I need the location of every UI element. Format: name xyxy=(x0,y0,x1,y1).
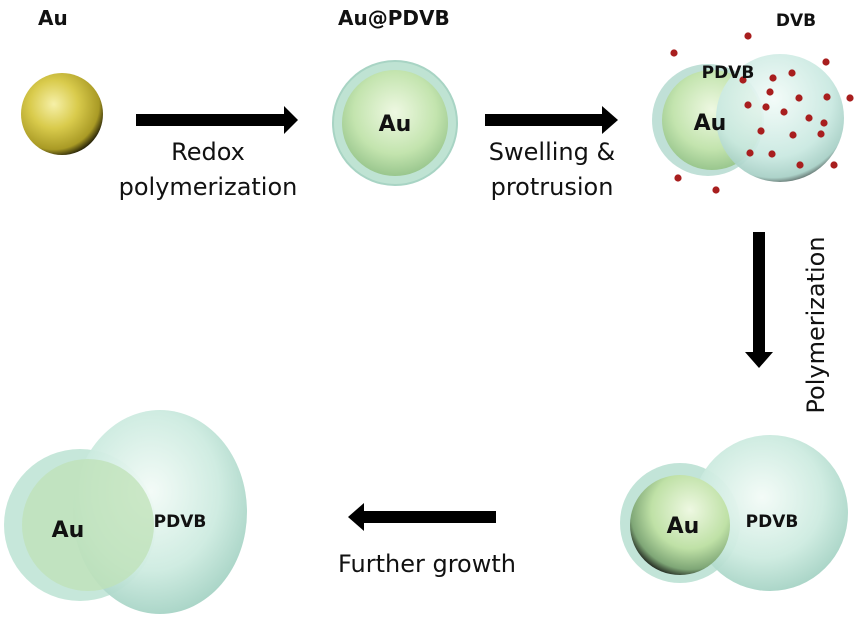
dvb-dot xyxy=(817,130,825,138)
swollen-pdvb-label: PDVB xyxy=(702,63,755,83)
dvb-dot xyxy=(757,127,765,135)
dvb-dot xyxy=(823,93,831,101)
step-redox-line2: polymerization xyxy=(119,173,298,201)
dvb-dot xyxy=(712,186,720,194)
step-swelling-line1: Swelling & xyxy=(489,138,615,166)
grown-particle xyxy=(4,410,247,614)
dvb-dot xyxy=(789,131,797,139)
step-swelling-line2: protrusion xyxy=(491,173,614,201)
polymerized-au-label: Au xyxy=(667,514,700,539)
dvb-dot xyxy=(762,103,770,111)
dvb-dot xyxy=(822,58,830,66)
dvb-dot xyxy=(788,69,796,77)
arrow-down-polymerization xyxy=(745,232,773,368)
dvb-dot xyxy=(820,119,828,127)
gold-seed-title: Au xyxy=(38,6,68,30)
step-polymerization: Polymerization xyxy=(802,236,830,413)
dvb-dot xyxy=(746,149,754,157)
arrow-right-swelling xyxy=(485,106,618,134)
swollen-au-label: Au xyxy=(694,111,727,136)
core-shell-particle xyxy=(332,60,458,186)
polymerized-pdvb-label: PDVB xyxy=(746,512,799,532)
dvb-dot xyxy=(674,174,682,182)
dvb-dot xyxy=(796,161,804,169)
arrow-left-growth xyxy=(348,503,496,531)
dvb-dot xyxy=(780,108,788,116)
swollen-particle xyxy=(652,54,844,182)
dvb-label: DVB xyxy=(776,11,816,31)
dvb-monomer-dots xyxy=(670,32,854,194)
polymerized-particle xyxy=(620,435,848,591)
dvb-dot xyxy=(766,88,774,96)
core-shell-title: Au@PDVB xyxy=(338,6,450,30)
dvb-dot xyxy=(670,49,678,57)
dvb-dot xyxy=(830,161,838,169)
step-further-growth: Further growth xyxy=(338,550,516,578)
grown-au-label: Au xyxy=(52,518,85,543)
dvb-dot xyxy=(739,76,747,84)
arrow-right-redox xyxy=(136,106,298,134)
dvb-dot xyxy=(768,150,776,158)
grown-pdvb-label: PDVB xyxy=(154,512,207,532)
dvb-dot xyxy=(846,94,854,102)
step-redox-line1: Redox xyxy=(171,138,245,166)
dvb-dot xyxy=(805,114,813,122)
dvb-dot xyxy=(744,32,752,40)
dvb-dot xyxy=(795,94,803,102)
dvb-dot xyxy=(744,101,752,109)
core-shell-au-label: Au xyxy=(379,112,412,137)
gold-nanoparticle xyxy=(21,73,103,155)
dvb-dot xyxy=(769,74,777,82)
